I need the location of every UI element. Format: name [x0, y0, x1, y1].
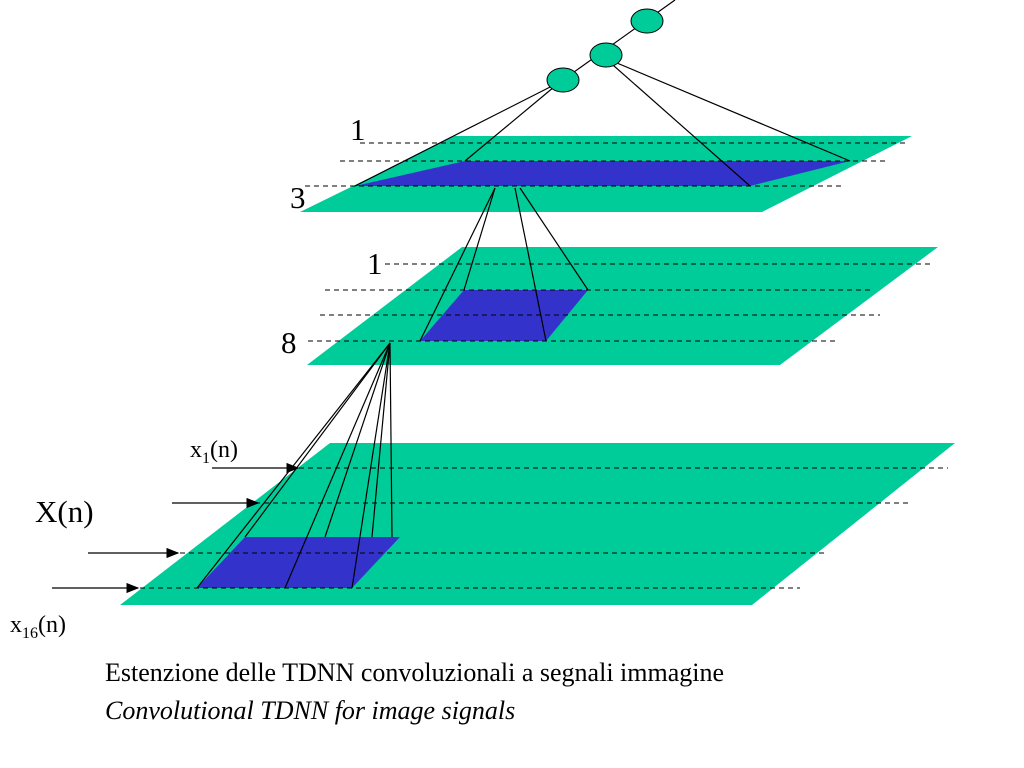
output-node-1 — [546, 67, 580, 93]
hidden-layer — [307, 247, 938, 365]
input-to-hidden-connections — [196, 342, 393, 589]
caption-italian: Estenzione delle TDNN convoluzionali a s… — [105, 658, 724, 687]
top-label-1: 1 — [350, 112, 366, 147]
hidden-to-top-connections — [419, 187, 589, 342]
hidden-label-8: 8 — [281, 325, 297, 360]
output-layer — [300, 136, 912, 212]
output-node-3 — [630, 8, 664, 34]
hidden-plane — [307, 247, 938, 365]
input-label-x1: x1(n) — [190, 437, 238, 467]
top-label-3: 3 — [290, 180, 306, 215]
output-node-2 — [589, 42, 623, 68]
input-label-x16: x16(n) — [10, 612, 66, 642]
caption-english: Convolutional TDNN for image signals — [105, 696, 515, 725]
input-arrows — [52, 462, 300, 594]
output-nodes — [546, 8, 664, 93]
input-layer — [120, 443, 955, 605]
input-receptive-window — [197, 537, 400, 588]
top-receptive-window — [355, 161, 850, 186]
hidden-label-1: 1 — [367, 246, 383, 281]
input-label-X: X(n) — [35, 494, 94, 529]
